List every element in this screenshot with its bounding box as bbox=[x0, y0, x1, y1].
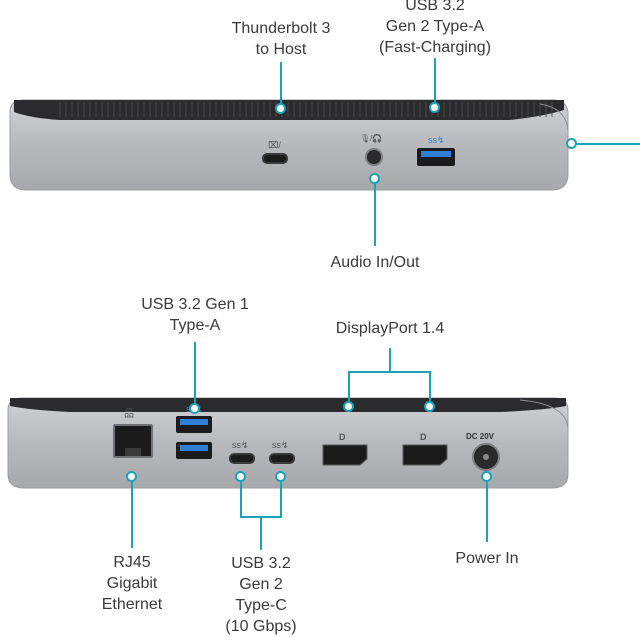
usb-c-port-1 bbox=[229, 453, 255, 464]
callout-line-thunderbolt bbox=[280, 62, 282, 106]
superspeed-icon: ss↯ bbox=[232, 440, 249, 450]
headset-icon: 🎙/🎧 bbox=[360, 134, 383, 143]
callout-line-usb-a-fast bbox=[434, 58, 436, 105]
callout-line-audio bbox=[374, 182, 376, 246]
callout-line-rj45 bbox=[131, 482, 133, 548]
usb-a-port-1 bbox=[176, 416, 212, 433]
label-thunderbolt-to-host: Thunderbolt 3 to Host bbox=[231, 20, 331, 58]
thunderbolt-port bbox=[262, 153, 288, 164]
usb-c-port-2 bbox=[269, 453, 295, 464]
usb-a-tongue bbox=[180, 445, 208, 451]
label-power-in: Power In bbox=[455, 550, 519, 567]
dc-20v-label: DC 20V bbox=[466, 432, 495, 441]
displayport-icon: D bbox=[420, 432, 427, 442]
callout-line-power bbox=[486, 482, 488, 542]
callout-line-dp-left bbox=[348, 371, 350, 404]
callout-line-usb-c-right bbox=[280, 482, 282, 517]
usb-a-port-fast bbox=[417, 148, 455, 166]
callout-dot-dp-1 bbox=[343, 401, 354, 412]
dock-rear-view: 品 ss↯ ss↯ ss↯ D D DC 20V bbox=[0, 388, 640, 498]
callout-dot-side bbox=[566, 138, 577, 149]
label-rj45-gigabit-ethernet: RJ45 Gigabit Ethernet bbox=[101, 554, 163, 613]
dock-top-illustration bbox=[9, 99, 569, 191]
dock-rear-illustration bbox=[7, 397, 569, 489]
callout-line-side bbox=[577, 143, 640, 145]
displayport-1 bbox=[322, 444, 368, 466]
callout-line-usb-c-left bbox=[240, 482, 242, 517]
usb-a-tongue bbox=[180, 419, 208, 425]
callout-dot-dp-2 bbox=[424, 401, 435, 412]
rj45-port bbox=[113, 424, 153, 458]
dc-power-jack bbox=[472, 443, 500, 471]
dc-pin bbox=[483, 454, 489, 460]
callout-dot-rj45 bbox=[126, 471, 137, 482]
usb-a-port-2 bbox=[176, 442, 212, 459]
superspeed-icon: ss↯ bbox=[428, 135, 445, 145]
superspeed-icon: ss↯ bbox=[272, 440, 289, 450]
label-usb-a-fast-charging: USB 3.2 Gen 2 Type-A (Fast-Charging) bbox=[378, 0, 492, 56]
thunderbolt-icon: ⌧/ bbox=[268, 140, 281, 150]
usb-a-tongue bbox=[421, 151, 451, 157]
callout-line-usb-a-gen1 bbox=[194, 342, 196, 405]
callout-dot-audio bbox=[369, 173, 380, 184]
label-usb-a-gen1: USB 3.2 Gen 1 Type-A bbox=[141, 296, 249, 334]
callout-line-dp-center bbox=[389, 348, 391, 372]
displayport-icon: D bbox=[339, 432, 346, 442]
label-audio-in-out: Audio In/Out bbox=[330, 254, 420, 271]
callout-dot-usb-c-2 bbox=[275, 471, 286, 482]
callout-dot-usb-a-fast bbox=[429, 102, 440, 113]
callout-dot-thunderbolt bbox=[275, 103, 286, 114]
callout-line-dp-bar bbox=[348, 371, 431, 373]
ethernet-icon: 品 bbox=[124, 409, 134, 420]
label-usb-c-gen2: USB 3.2 Gen 2 Type-C (10 Gbps) bbox=[225, 555, 297, 635]
label-displayport: DisplayPort 1.4 bbox=[335, 320, 445, 337]
callout-line-usb-c-stem bbox=[260, 516, 262, 550]
callout-dot-usb-a-gen1 bbox=[189, 403, 200, 414]
rj45-latch bbox=[125, 448, 141, 456]
callout-dot-power bbox=[481, 471, 492, 482]
audio-jack bbox=[365, 148, 383, 166]
callout-dot-usb-c-1 bbox=[235, 471, 246, 482]
dock-top-view: ⌧/ 🎙/🎧 ss↯ bbox=[0, 90, 640, 200]
callout-line-dp-right bbox=[429, 371, 431, 404]
displayport-2 bbox=[402, 444, 448, 466]
